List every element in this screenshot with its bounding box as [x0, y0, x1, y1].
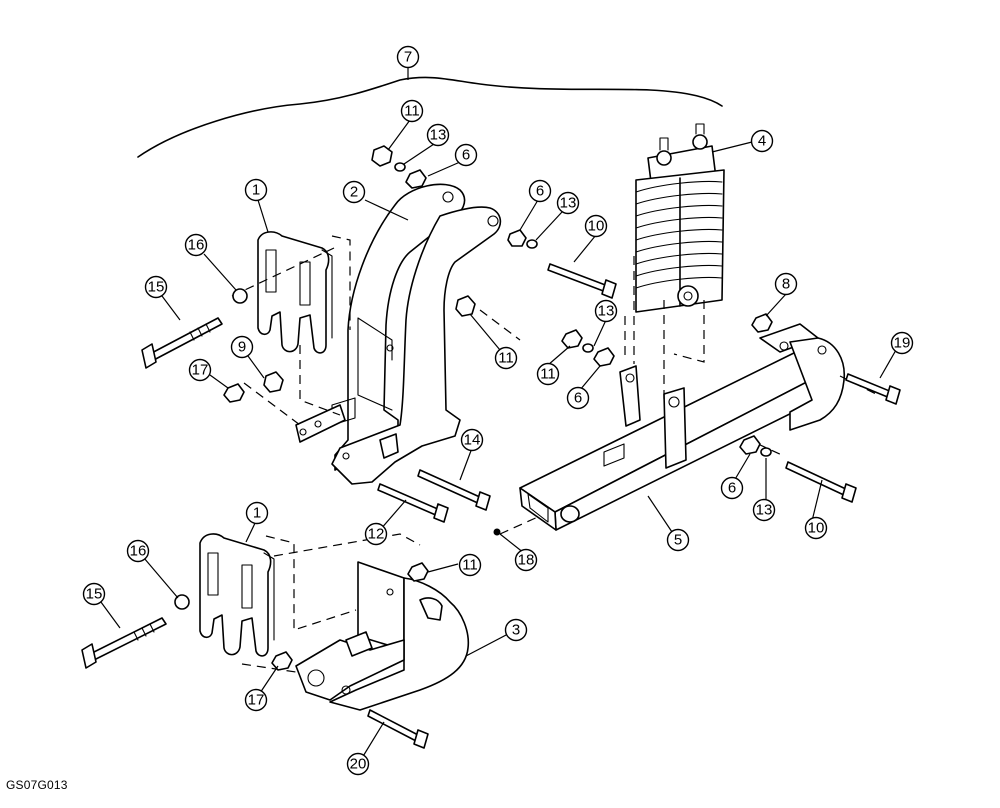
svg-text:11: 11: [462, 557, 478, 574]
part-3-lower-bracket: [295, 561, 470, 711]
callout-13-top: 13: [426, 123, 450, 147]
part-1-upper-clip: [257, 231, 333, 354]
callout-1-lower: 1: [245, 501, 269, 525]
callout-6-right: 6: [566, 386, 590, 410]
svg-text:12: 12: [368, 526, 385, 543]
bolt-15-upper: [141, 317, 223, 369]
callout-11-top: 11: [400, 99, 424, 123]
callout-4: 4: [750, 129, 774, 153]
bolt-10-upper: [547, 263, 617, 299]
figure-code: GS07G013: [6, 778, 68, 792]
callout-11-right: 11: [536, 362, 560, 386]
svg-text:1: 1: [252, 182, 260, 199]
svg-text:11: 11: [404, 103, 420, 120]
callout-16-upper: 16: [184, 233, 208, 257]
bolt-14: [417, 469, 491, 511]
svg-text:6: 6: [536, 183, 544, 200]
svg-text:1: 1: [253, 505, 261, 522]
svg-text:15: 15: [86, 586, 103, 603]
svg-text:6: 6: [728, 480, 736, 497]
part-5-tube-beam: [519, 323, 845, 531]
callout-11-lower: 11: [458, 553, 482, 577]
svg-text:20: 20: [350, 756, 367, 773]
bolt-10-lower: [785, 461, 857, 503]
svg-text:10: 10: [808, 520, 825, 537]
callout-15-lower: 15: [82, 582, 106, 606]
callout-9: 9: [230, 335, 254, 359]
callout-17-upper: 17: [188, 358, 212, 382]
svg-text:13: 13: [756, 502, 773, 519]
svg-text:19: 19: [894, 335, 911, 352]
svg-text:16: 16: [188, 237, 205, 254]
svg-text:11: 11: [498, 350, 514, 367]
svg-text:13: 13: [430, 127, 447, 144]
svg-text:8: 8: [782, 276, 790, 293]
bolt-15-lower: [81, 617, 167, 669]
callout-14: 14: [460, 428, 484, 452]
hardware-nuts-washers: [174, 145, 773, 671]
callout-16-lower: 16: [126, 539, 150, 563]
callout-6-mid: 6: [528, 179, 552, 203]
svg-text:3: 3: [512, 622, 520, 639]
leader-lines: [97, 66, 897, 759]
callout-8: 8: [774, 272, 798, 296]
part-2-mount-bracket: [295, 183, 502, 485]
callout-13-right: 13: [594, 299, 618, 323]
callout-20: 20: [346, 752, 370, 776]
svg-text:4: 4: [758, 133, 766, 150]
svg-text:10: 10: [588, 218, 605, 235]
callout-6-top: 6: [454, 143, 478, 167]
svg-text:17: 17: [192, 362, 209, 379]
callout-10-upper: 10: [584, 214, 608, 238]
svg-text:15: 15: [148, 279, 165, 296]
callout-10-lower: 10: [804, 516, 828, 540]
svg-text:7: 7: [404, 49, 412, 66]
bolt-19: [845, 373, 901, 405]
callout-3: 3: [504, 618, 528, 642]
callout-11-mid: 11: [494, 346, 518, 370]
svg-text:6: 6: [574, 390, 582, 407]
svg-text:9: 9: [238, 339, 246, 356]
bolt-20: [367, 709, 429, 749]
frame-break-line: [137, 76, 723, 158]
svg-text:2: 2: [350, 184, 358, 201]
svg-text:18: 18: [518, 552, 535, 569]
svg-text:14: 14: [464, 432, 481, 449]
callout-6-lower: 6: [720, 476, 744, 500]
alignment-lines: [231, 235, 881, 673]
part-4-spring-assembly: [635, 123, 725, 313]
svg-text:11: 11: [540, 366, 556, 383]
callout-7: 7: [396, 45, 420, 69]
svg-text:17: 17: [248, 692, 265, 709]
callout-2: 2: [342, 180, 366, 204]
svg-text:13: 13: [560, 195, 577, 212]
bolt-12: [377, 483, 449, 523]
svg-text:13: 13: [598, 303, 615, 320]
callout-19: 19: [890, 331, 914, 355]
svg-text:16: 16: [130, 543, 147, 560]
callout-5: 5: [666, 528, 690, 552]
part-1-lower-clip: [199, 533, 275, 657]
part-18-plug: [493, 528, 501, 536]
svg-text:6: 6: [462, 147, 470, 164]
callout-18: 18: [514, 548, 538, 572]
callout-17-lower: 17: [244, 688, 268, 712]
callout-13-lower: 13: [752, 498, 776, 522]
svg-text:5: 5: [674, 532, 682, 549]
callout-15-upper: 15: [144, 275, 168, 299]
callout-12: 12: [364, 522, 388, 546]
callout-1-upper: 1: [244, 178, 268, 202]
callout-13-mid: 13: [556, 191, 580, 215]
